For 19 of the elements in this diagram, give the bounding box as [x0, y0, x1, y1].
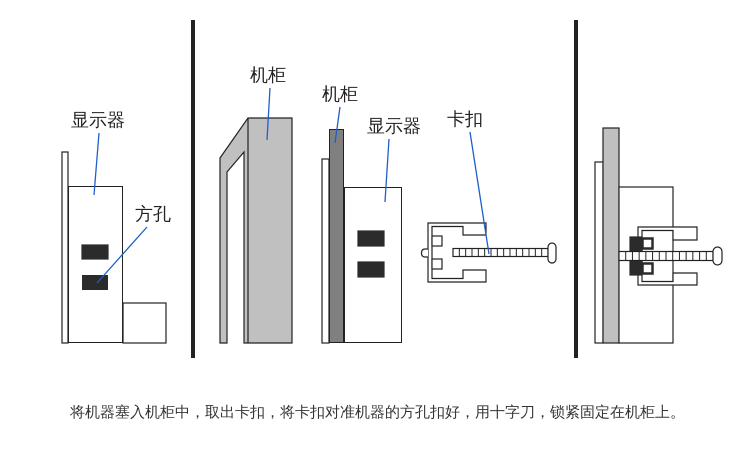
part-label: 方孔 — [135, 204, 171, 226]
part-label: 显示器 — [71, 110, 125, 132]
cabinet-frame — [219, 117, 294, 345]
part-label: 卡扣 — [447, 109, 483, 131]
part-label: 机柜 — [250, 65, 286, 87]
leader-line — [469, 132, 490, 254]
leader-line — [266, 88, 271, 140]
leader-line — [384, 138, 390, 202]
caption: 将机器塞入机柜中，取出卡扣，将卡扣对准机器的方孔扣好，用十字刀，锁紧固定在机柜上。 — [70, 402, 685, 422]
display-body — [68, 186, 123, 343]
part-label: 显示器 — [367, 116, 421, 138]
part-label: 机柜 — [322, 84, 358, 106]
leader-line — [93, 132, 100, 196]
leader-line — [334, 106, 341, 144]
leader-line — [96, 226, 148, 284]
square-hole — [82, 275, 108, 290]
cabinet-panel — [329, 129, 344, 343]
clip-drawing — [419, 221, 558, 284]
display-body — [344, 187, 402, 343]
